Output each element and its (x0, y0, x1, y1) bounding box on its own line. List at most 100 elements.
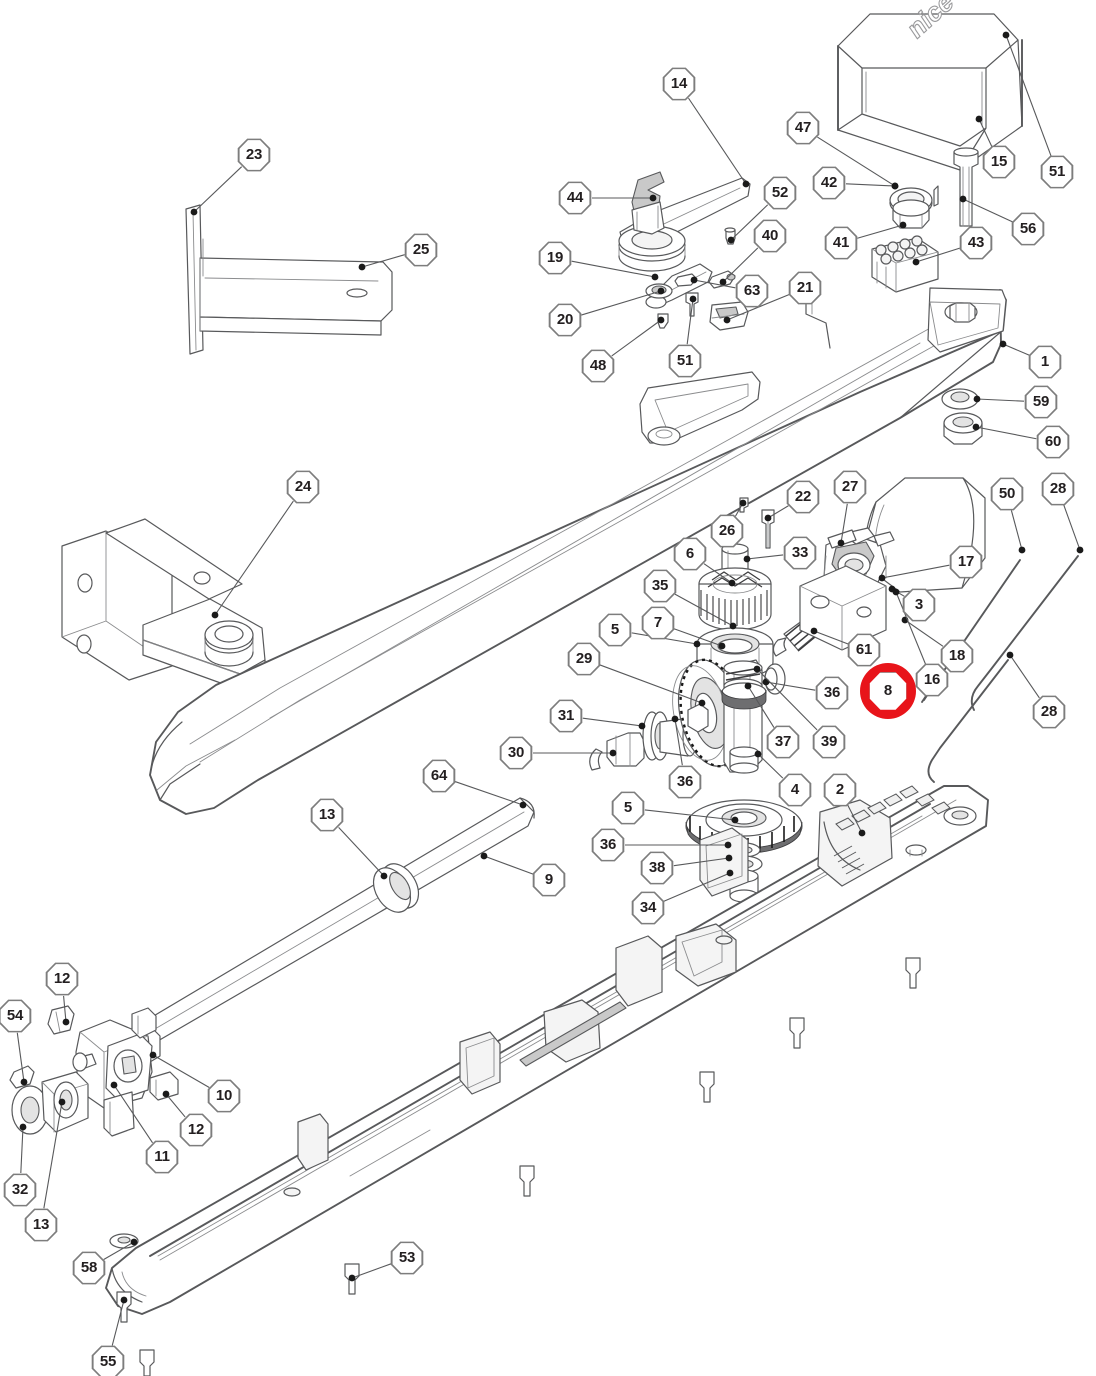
callout-balloon-54[interactable]: 54 (0, 999, 32, 1033)
leader-line-32 (20, 1126, 24, 1174)
leader-line-15 (978, 118, 993, 147)
callout-balloon-58[interactable]: 58 (72, 1251, 106, 1285)
callout-balloon-38[interactable]: 38 (640, 851, 674, 885)
leader-line-25 (361, 254, 405, 268)
callout-balloon-7[interactable]: 7 (641, 606, 675, 640)
callout-balloon-51[interactable]: 51 (1040, 155, 1074, 189)
leader-line-47 (817, 136, 896, 187)
callout-balloon-52[interactable]: 52 (763, 176, 797, 210)
callout-balloon-36[interactable]: 36 (591, 828, 625, 862)
callout-balloon-28[interactable]: 28 (1032, 695, 1066, 729)
callout-balloon-48[interactable]: 48 (581, 349, 615, 383)
callout-balloon-50[interactable]: 50 (990, 477, 1024, 511)
callout-balloon-53[interactable]: 53 (390, 1241, 424, 1275)
callout-balloon-10[interactable]: 10 (207, 1079, 241, 1113)
callout-balloon-33[interactable]: 33 (783, 536, 817, 570)
callout-balloon-18[interactable]: 18 (940, 639, 974, 673)
callout-balloon-64[interactable]: 64 (422, 759, 456, 793)
callout-balloon-4[interactable]: 4 (778, 773, 812, 807)
callout-balloon-16[interactable]: 16 (915, 663, 949, 697)
leader-anchor-30 (609, 749, 617, 757)
leader-line-12 (165, 1093, 186, 1118)
callout-number: 36 (817, 678, 847, 708)
callout-balloon-40[interactable]: 40 (753, 219, 787, 253)
callout-balloon-2[interactable]: 2 (823, 773, 857, 807)
callout-balloon-41[interactable]: 41 (824, 226, 858, 260)
callout-balloon-37[interactable]: 37 (766, 725, 800, 759)
callout-balloon-51[interactable]: 51 (668, 344, 702, 378)
callout-balloon-17[interactable]: 17 (949, 545, 983, 579)
callout-balloon-5[interactable]: 5 (611, 791, 645, 825)
leader-line-6 (703, 563, 733, 584)
callout-balloon-13[interactable]: 13 (24, 1208, 58, 1242)
callout-balloon-5[interactable]: 5 (598, 613, 632, 647)
leader-line-41 (857, 224, 904, 239)
callout-balloon-28[interactable]: 28 (1041, 472, 1075, 506)
callout-balloon-42[interactable]: 42 (812, 166, 846, 200)
callout-balloon-31[interactable]: 31 (549, 699, 583, 733)
callout-balloon-15[interactable]: 15 (982, 145, 1016, 179)
leader-anchor-51 (1002, 31, 1010, 39)
callout-number: 41 (826, 228, 856, 258)
callout-balloon-9[interactable]: 9 (532, 863, 566, 897)
callout-balloon-21[interactable]: 21 (788, 271, 822, 305)
callout-balloon-39[interactable]: 39 (812, 725, 846, 759)
callout-balloon-25[interactable]: 25 (404, 233, 438, 267)
callout-balloon-19[interactable]: 19 (538, 241, 572, 275)
callout-number: 11 (147, 1142, 177, 1172)
callout-balloon-14[interactable]: 14 (662, 67, 696, 101)
leader-line-12 (63, 995, 67, 1023)
callout-balloon-55[interactable]: 55 (91, 1345, 125, 1376)
leader-line-16 (895, 591, 927, 665)
callout-balloon-13[interactable]: 13 (310, 798, 344, 832)
callout-balloon-30[interactable]: 30 (499, 736, 533, 770)
callout-number: 27 (835, 472, 865, 502)
callout-balloon-35[interactable]: 35 (643, 569, 677, 603)
callout-number: 61 (849, 635, 879, 665)
callout-balloon-63[interactable]: 63 (735, 274, 769, 308)
callout-balloon-20[interactable]: 20 (548, 303, 582, 337)
callout-balloon-29[interactable]: 29 (567, 642, 601, 676)
callout-balloon-43[interactable]: 43 (959, 226, 993, 260)
callout-balloon-34[interactable]: 34 (631, 891, 665, 925)
callout-number: 21 (790, 273, 820, 303)
callout-number: 13 (312, 800, 342, 830)
callout-balloon-23[interactable]: 23 (237, 138, 271, 172)
callout-balloon-12[interactable]: 12 (45, 962, 79, 996)
callout-balloon-60[interactable]: 60 (1036, 425, 1070, 459)
callout-balloon-61[interactable]: 61 (847, 633, 881, 667)
leader-anchor-37 (744, 682, 752, 690)
callout-balloon-3[interactable]: 3 (902, 588, 936, 622)
callout-balloon-24[interactable]: 24 (286, 470, 320, 504)
callout-balloon-59[interactable]: 59 (1024, 385, 1058, 419)
callout-balloon-56[interactable]: 56 (1011, 212, 1045, 246)
part-block-18 (799, 565, 887, 651)
callout-balloon-22[interactable]: 22 (786, 480, 820, 514)
callout-balloon-44[interactable]: 44 (558, 181, 592, 215)
callout-balloon-36[interactable]: 36 (668, 765, 702, 799)
part-terminal-block-43 (871, 235, 939, 293)
callout-number: 5 (600, 615, 630, 645)
leader-line-2 (847, 804, 863, 834)
callout-balloon-36[interactable]: 36 (815, 676, 849, 710)
callout-balloon-1[interactable]: 1 (1028, 345, 1062, 379)
callout-balloon-26[interactable]: 26 (710, 514, 744, 548)
leader-anchor-29 (698, 699, 706, 707)
leader-line-43 (915, 247, 960, 263)
callout-balloon-6[interactable]: 6 (673, 537, 707, 571)
leader-line-10 (152, 1054, 210, 1088)
callout-balloon-27[interactable]: 27 (833, 470, 867, 504)
leader-anchor-61 (810, 627, 818, 635)
callout-balloon-8-highlighted[interactable]: 8 (860, 663, 916, 719)
callout-balloon-47[interactable]: 47 (786, 111, 820, 145)
callout-balloon-12[interactable]: 12 (179, 1113, 213, 1147)
part-nut-60 (943, 412, 983, 445)
callout-balloon-11[interactable]: 11 (145, 1140, 179, 1174)
callout-number-text: 8 (871, 674, 905, 707)
callout-balloon-32[interactable]: 32 (3, 1173, 37, 1207)
leader-anchor-42 (891, 182, 899, 190)
leader-anchor-25 (358, 263, 366, 271)
leader-line-48 (611, 319, 662, 357)
callout-number: 60 (1038, 427, 1068, 457)
